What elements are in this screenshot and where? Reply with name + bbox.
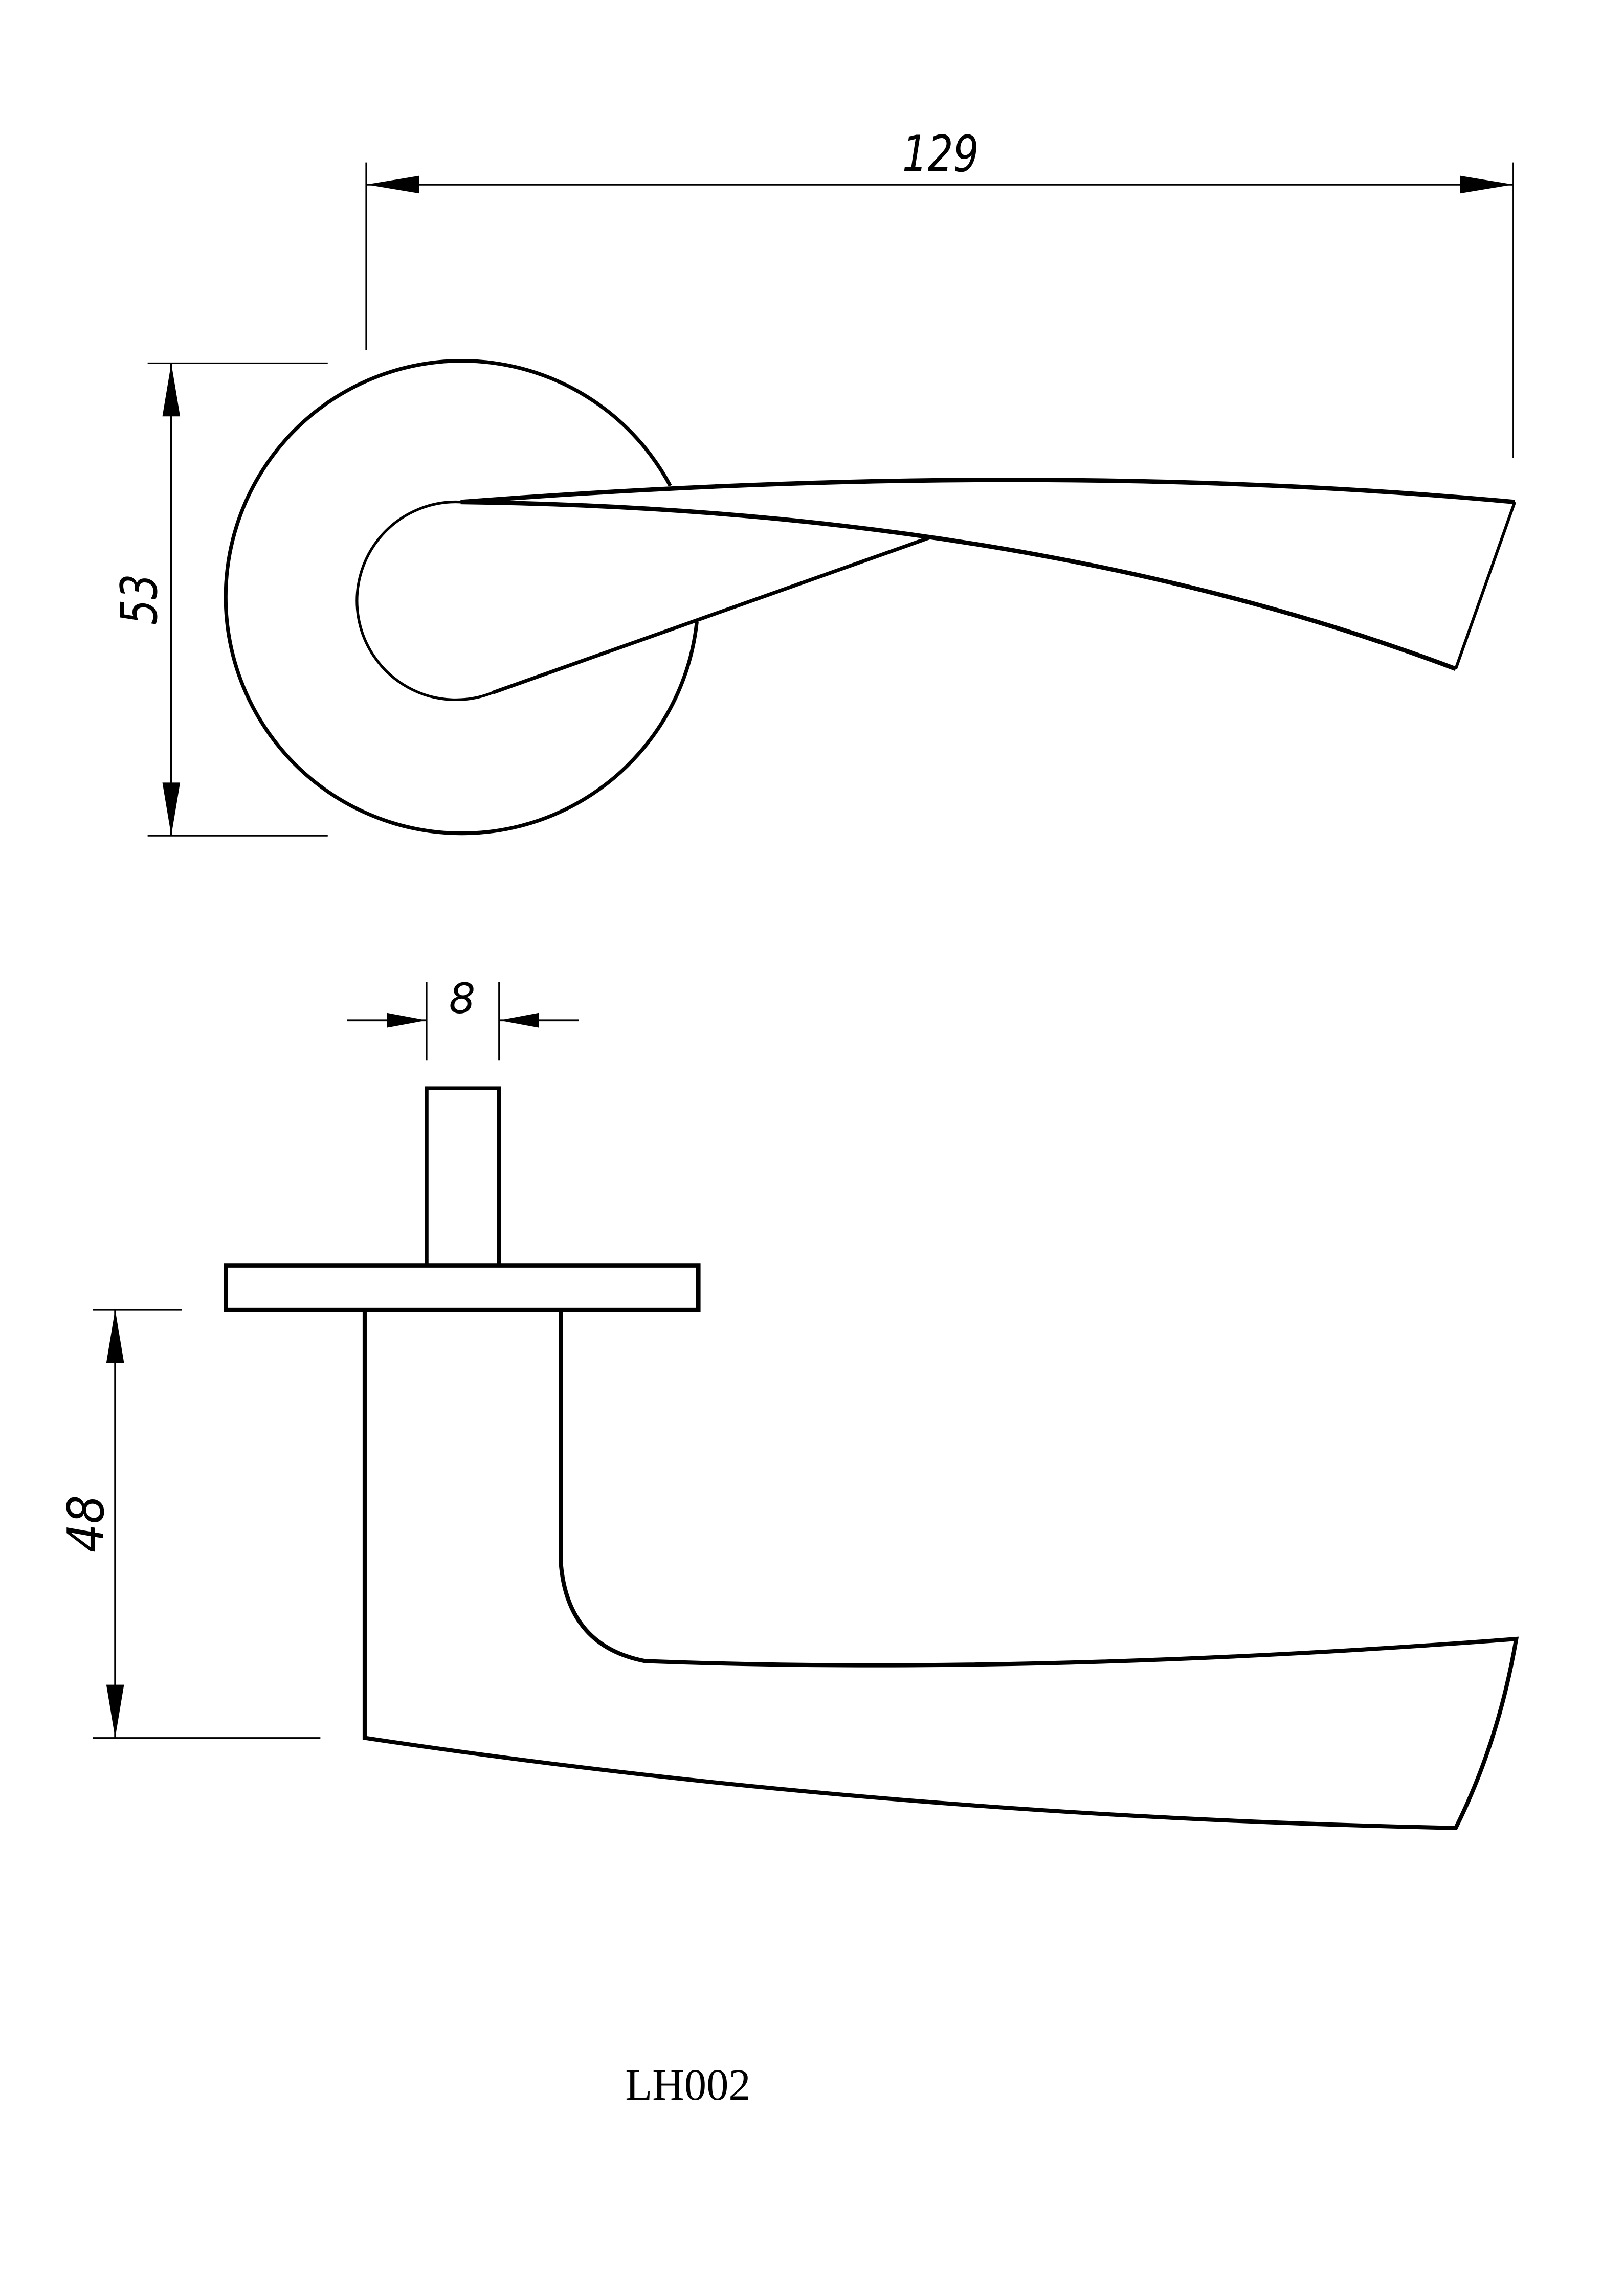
dimension-129	[365, 162, 1514, 458]
rose-plate	[224, 1263, 701, 1312]
lever-underside	[492, 535, 931, 694]
dim-48-text: 48	[57, 1495, 116, 1552]
dim-53-text: 53	[110, 574, 168, 625]
lever-top-edge	[460, 478, 1515, 505]
front-view	[147, 162, 1517, 837]
spindle	[425, 1086, 501, 1268]
model-label: LH002	[625, 2060, 750, 2109]
lever-side-outline	[362, 1310, 1519, 1830]
rose-outline	[224, 359, 699, 836]
boss-outline	[355, 500, 494, 701]
dimension-53	[147, 362, 328, 837]
dim-8-text: 8	[449, 975, 475, 1023]
side-view	[93, 982, 1519, 1830]
lever-twist-edge	[460, 500, 1457, 671]
dim-129-text: 129	[902, 124, 979, 183]
dimension-48	[93, 1309, 321, 1739]
dimension-8	[347, 982, 579, 1061]
